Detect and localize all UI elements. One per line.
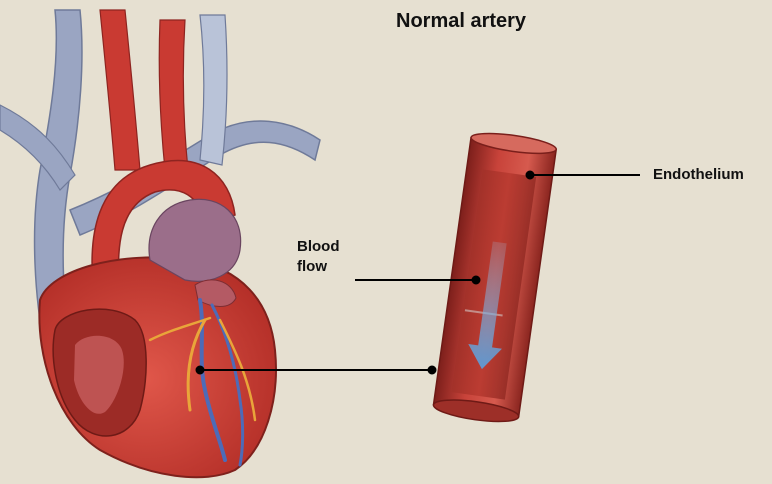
diagram-title: Normal artery <box>396 10 526 33</box>
aorta-branch-3 <box>200 15 227 165</box>
aorta-branch-1 <box>100 10 140 170</box>
artery-cutaway <box>432 129 557 425</box>
blood-flow-label-line1: Blood <box>297 238 340 255</box>
aorta-branch-2 <box>159 20 188 170</box>
blood-flow-label-line2: flow <box>297 258 327 275</box>
heart-illustration <box>0 10 320 477</box>
endothelium-label: Endothelium <box>653 166 744 183</box>
